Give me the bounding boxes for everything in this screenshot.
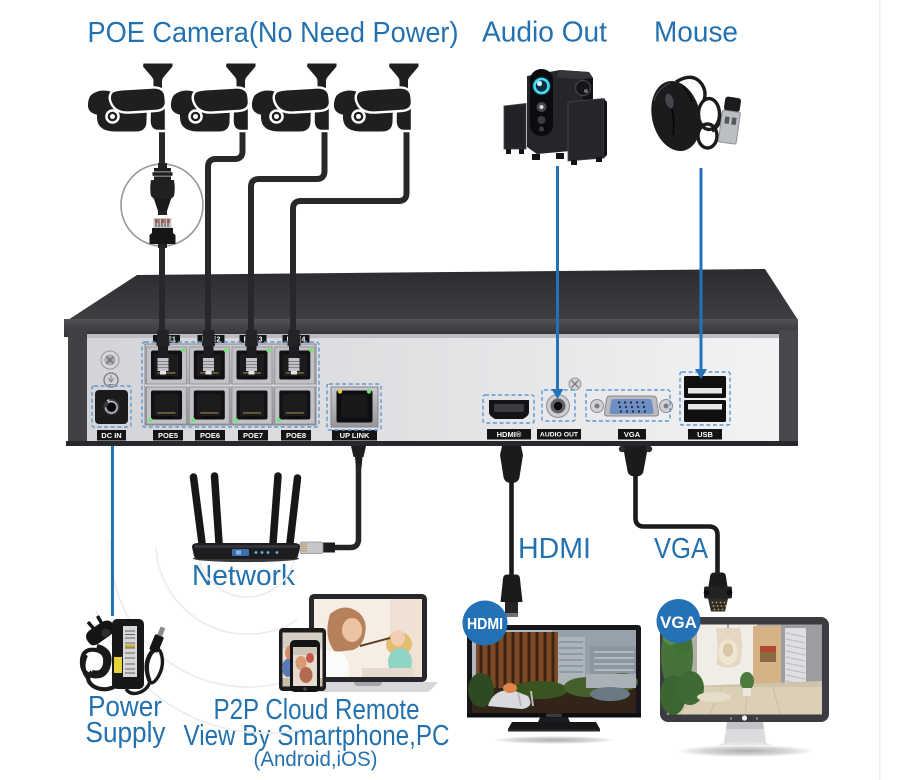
svg-text:Power: Power <box>88 691 162 723</box>
svg-text:Supply: Supply <box>86 717 166 749</box>
svg-text:HDMI®: HDMI® <box>497 430 522 439</box>
svg-text:Audio Out: Audio Out <box>482 17 607 49</box>
svg-text:VGA: VGA <box>624 430 641 439</box>
svg-text:POE8: POE8 <box>286 431 306 440</box>
svg-text:VGA: VGA <box>654 533 709 565</box>
svg-text:POE7: POE7 <box>243 431 263 440</box>
svg-text:VGA: VGA <box>660 613 697 632</box>
svg-text:POE6: POE6 <box>200 431 220 440</box>
svg-text:HDMI: HDMI <box>518 533 591 565</box>
svg-text:DC IN: DC IN <box>101 431 121 440</box>
svg-text:P2P Cloud Remote: P2P Cloud Remote <box>214 694 420 726</box>
svg-text:UP LINK: UP LINK <box>340 431 370 440</box>
svg-text:POE Camera(No Need Power): POE Camera(No Need Power) <box>88 17 459 49</box>
svg-text:AUDIO OUT: AUDIO OUT <box>540 432 579 439</box>
svg-text:View By Smartphone,PC: View By Smartphone,PC <box>184 720 450 752</box>
svg-text:Mouse: Mouse <box>654 17 738 49</box>
svg-text:USB: USB <box>697 430 713 439</box>
svg-text:POE5: POE5 <box>158 431 178 440</box>
svg-text:HDMI: HDMI <box>467 616 503 633</box>
svg-text:(Android,iOS): (Android,iOS) <box>254 748 378 771</box>
